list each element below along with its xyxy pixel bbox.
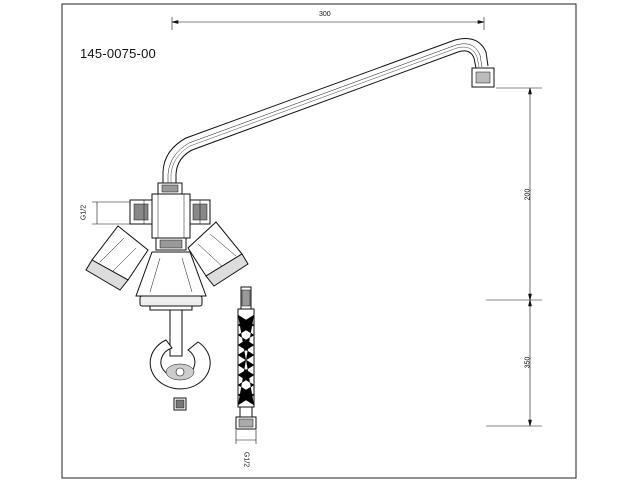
dimension-label-spout-height: 200 [524, 188, 532, 201]
handle-left [85, 225, 149, 291]
valve-body [129, 193, 211, 251]
dimension-label-hose-length: 350 [524, 356, 532, 369]
fixing-nut [173, 397, 187, 411]
aerator-nozzle [471, 67, 495, 88]
part-number: 145-0075-00 [80, 46, 156, 61]
thread-label-hose-end: G1/2 [242, 451, 250, 468]
dimension-label-spout-reach: 300 [319, 11, 331, 18]
mounting-shank [169, 309, 183, 357]
drawing-frame [61, 3, 577, 479]
spout-nut [157, 182, 183, 195]
thread-label-inlet: G1/2 [80, 204, 88, 221]
mounting-base [135, 251, 207, 311]
handle-right [187, 221, 249, 287]
dimension-hose-length [486, 299, 542, 427]
dimension-spout-height [486, 87, 542, 301]
inlet-thread-dimension [92, 201, 130, 225]
spout-tube [162, 38, 489, 186]
dimension-spout-reach [171, 17, 485, 30]
flexible-hose [235, 286, 257, 444]
fixing-washer [149, 339, 211, 390]
